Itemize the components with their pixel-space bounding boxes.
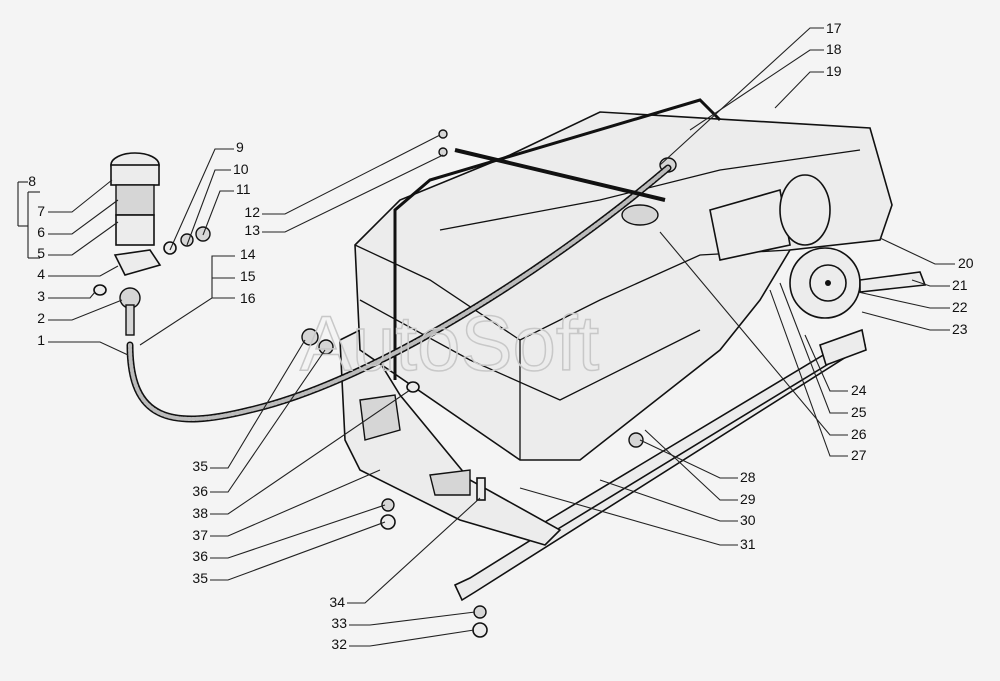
leader-line <box>262 154 444 233</box>
callout-number: 19 <box>826 63 842 79</box>
leader-line <box>861 311 950 331</box>
callout-number: 14 <box>240 246 256 262</box>
leader-line <box>347 497 481 604</box>
leader-line <box>519 487 738 546</box>
leader-line <box>879 237 955 265</box>
tank-handrail <box>393 98 722 380</box>
leader-line <box>639 439 738 479</box>
callout-number: 34 <box>329 594 345 610</box>
leader-line <box>804 334 848 392</box>
leader-line <box>644 429 738 501</box>
callout-number: 16 <box>240 290 256 306</box>
leader-line <box>186 169 231 246</box>
callout-number: 24 <box>851 382 867 398</box>
leader-line <box>48 299 123 321</box>
leader-line <box>349 611 476 626</box>
callout-number: 38 <box>192 505 208 521</box>
callout-number: 36 <box>192 548 208 564</box>
callout-number: 37 <box>192 527 208 543</box>
leader-line <box>774 71 824 109</box>
callout-number: 11 <box>236 181 251 197</box>
callout-number: 36 <box>192 483 208 499</box>
leader-line <box>659 27 824 166</box>
callout-number: 12 <box>244 204 260 220</box>
leader-line <box>48 221 119 256</box>
callout-number: 5 <box>37 245 45 261</box>
leader-line <box>659 231 848 436</box>
callout-number: 4 <box>37 266 45 282</box>
leader-line <box>210 389 411 515</box>
callout-number: 29 <box>740 491 756 507</box>
callout-number: 18 <box>826 41 842 57</box>
callout-number: 6 <box>37 224 45 240</box>
filler-neck <box>709 174 831 261</box>
leader-line <box>210 504 386 559</box>
callout-number: 26 <box>851 426 867 442</box>
leader-line <box>769 289 848 457</box>
callout-number: 20 <box>958 255 974 271</box>
fuel-hose <box>126 148 672 423</box>
leader-line <box>210 349 326 493</box>
callout-number: 22 <box>952 299 968 315</box>
leader-line <box>169 148 234 251</box>
callout-number: 15 <box>240 268 256 284</box>
callout-number: 10 <box>233 161 249 177</box>
callout-number: 28 <box>740 469 756 485</box>
callout-number: 35 <box>192 570 208 586</box>
watermark: AutoSoft <box>300 299 600 387</box>
leader-line <box>48 341 129 356</box>
leader-line <box>911 279 950 287</box>
callout-number: 32 <box>331 636 347 652</box>
leader-line <box>48 199 119 235</box>
leader-line <box>202 190 234 236</box>
callout-number: 1 <box>37 332 45 348</box>
callout-number: 33 <box>331 615 347 631</box>
callout-labels: 8765432191011121314151617181920212223242… <box>17 20 974 652</box>
leader-line <box>48 291 96 299</box>
callout-number: 23 <box>952 321 968 337</box>
callout-number: 2 <box>37 310 45 326</box>
callout-number: 31 <box>740 536 756 552</box>
callout-number: 35 <box>192 458 208 474</box>
leader-line <box>349 629 475 647</box>
frame-rails <box>453 328 867 602</box>
callout-number: 30 <box>740 512 756 528</box>
leader-line <box>262 134 441 215</box>
callout-number: 7 <box>37 203 45 219</box>
leader-line <box>210 521 386 581</box>
callout-number: 25 <box>851 404 867 420</box>
callout-number: 27 <box>851 447 867 463</box>
leader-line <box>779 282 848 414</box>
leader-line <box>210 339 306 469</box>
callout-number: 9 <box>236 139 244 155</box>
callout-number: 3 <box>37 288 45 304</box>
callout-number: 13 <box>244 222 260 238</box>
callout-number: 21 <box>952 277 968 293</box>
fuel-filter <box>93 152 211 336</box>
leader-line <box>857 291 950 309</box>
leader-line <box>48 265 119 277</box>
leader-line <box>48 179 113 213</box>
leader-line <box>210 469 381 537</box>
leader-line <box>139 255 235 346</box>
callout-number: 8 <box>28 173 36 189</box>
leader-line <box>599 479 738 522</box>
callout-number: 17 <box>826 20 842 36</box>
air-filter-22 <box>789 247 927 319</box>
fasteners <box>301 129 644 638</box>
leader-line <box>689 49 824 131</box>
